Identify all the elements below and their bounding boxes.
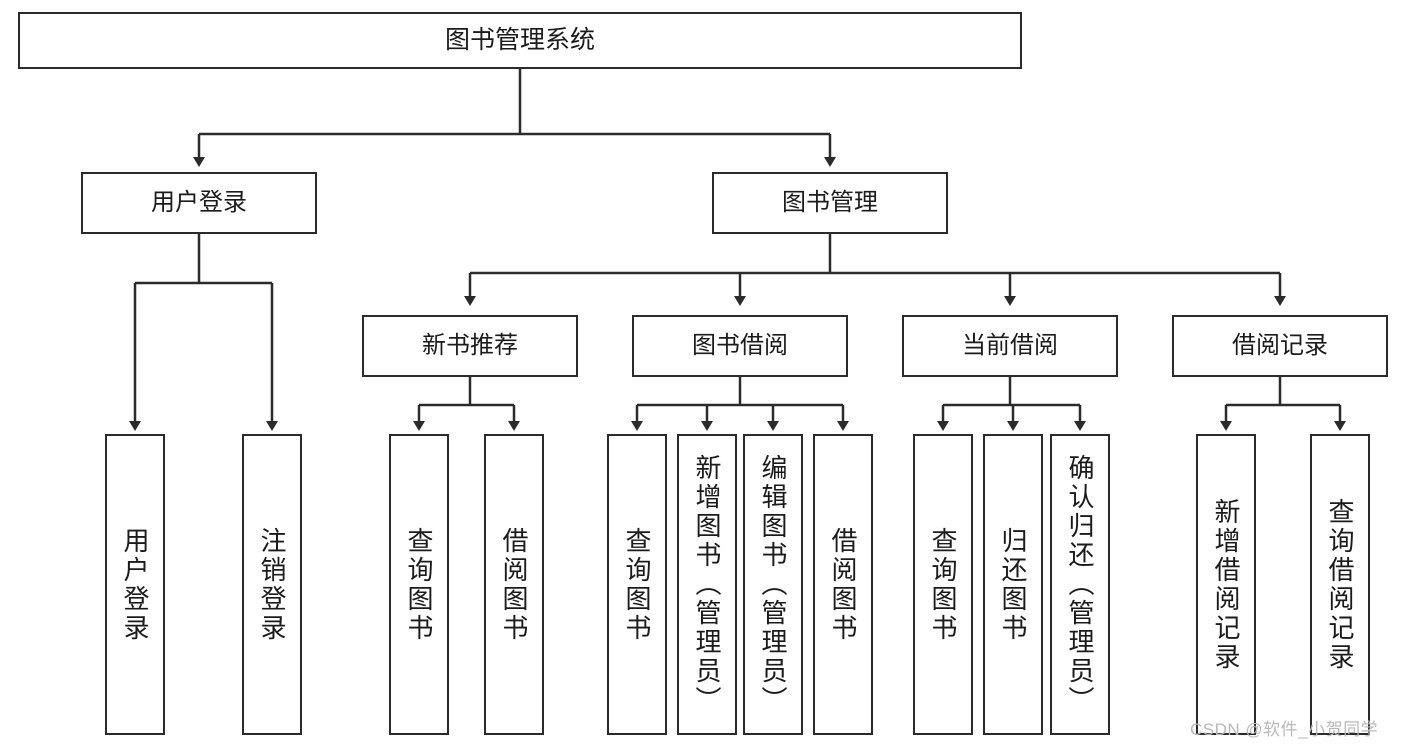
node-leaf-add-book-admin[interactable]: 新增图书（管理员） [677, 434, 737, 735]
node-label: 查询图书 [928, 526, 958, 643]
node-label: 借阅图书 [828, 526, 858, 643]
node-borrow-record[interactable]: 借阅记录 [1172, 315, 1388, 377]
node-current-borrow[interactable]: 当前借阅 [902, 315, 1118, 377]
node-label: 借阅记录 [1232, 332, 1328, 360]
node-leaf-query-book-current[interactable]: 查询图书 [913, 434, 973, 735]
node-new-book-recommend[interactable]: 新书推荐 [362, 315, 578, 377]
node-label: 新书推荐 [422, 332, 518, 360]
node-leaf-confirm-return-admin[interactable]: 确认归还（管理员） [1050, 434, 1110, 735]
node-leaf-query-borrow-record[interactable]: 查询借阅记录 [1310, 434, 1370, 735]
node-label: 图书借阅 [692, 332, 788, 360]
node-label: 查询图书 [622, 526, 652, 643]
node-label: 确认归还（管理员） [1065, 454, 1095, 715]
node-leaf-logout-login[interactable]: 注销登录 [242, 434, 302, 735]
node-leaf-edit-book-admin[interactable]: 编辑图书（管理员） [743, 434, 803, 735]
node-leaf-borrow-book[interactable]: 借阅图书 [813, 434, 873, 735]
csdn-watermark: CSDN @软件_小贺同学 [1190, 720, 1379, 739]
node-label: 查询借阅记录 [1325, 497, 1355, 672]
node-label: 注销登录 [257, 526, 287, 643]
node-label: 查询图书 [404, 526, 434, 643]
node-leaf-add-borrow-record[interactable]: 新增借阅记录 [1196, 434, 1256, 735]
node-book-management[interactable]: 图书管理 [712, 172, 948, 234]
node-label: 用户登录 [151, 189, 247, 217]
node-leaf-user-login[interactable]: 用户登录 [105, 434, 165, 735]
node-label: 图书管理系统 [444, 26, 595, 55]
node-leaf-return-book[interactable]: 归还图书 [983, 434, 1043, 735]
node-label: 新增图书（管理员） [692, 454, 722, 715]
node-leaf-query-book-recommend[interactable]: 查询图书 [389, 434, 449, 735]
node-leaf-query-book-borrow[interactable]: 查询图书 [607, 434, 667, 735]
node-label: 编辑图书（管理员） [758, 454, 788, 715]
node-leaf-borrow-book-recommend[interactable]: 借阅图书 [484, 434, 544, 735]
node-label: 新增借阅记录 [1211, 497, 1241, 672]
node-label: 用户登录 [120, 526, 150, 643]
node-book-management-system[interactable]: 图书管理系统 [18, 12, 1022, 69]
node-user-login[interactable]: 用户登录 [81, 172, 317, 234]
node-label: 图书管理 [782, 189, 878, 217]
node-book-borrow[interactable]: 图书借阅 [632, 315, 848, 377]
node-label: 当前借阅 [962, 332, 1058, 360]
node-label: 借阅图书 [499, 526, 529, 643]
node-label: 归还图书 [998, 526, 1028, 643]
